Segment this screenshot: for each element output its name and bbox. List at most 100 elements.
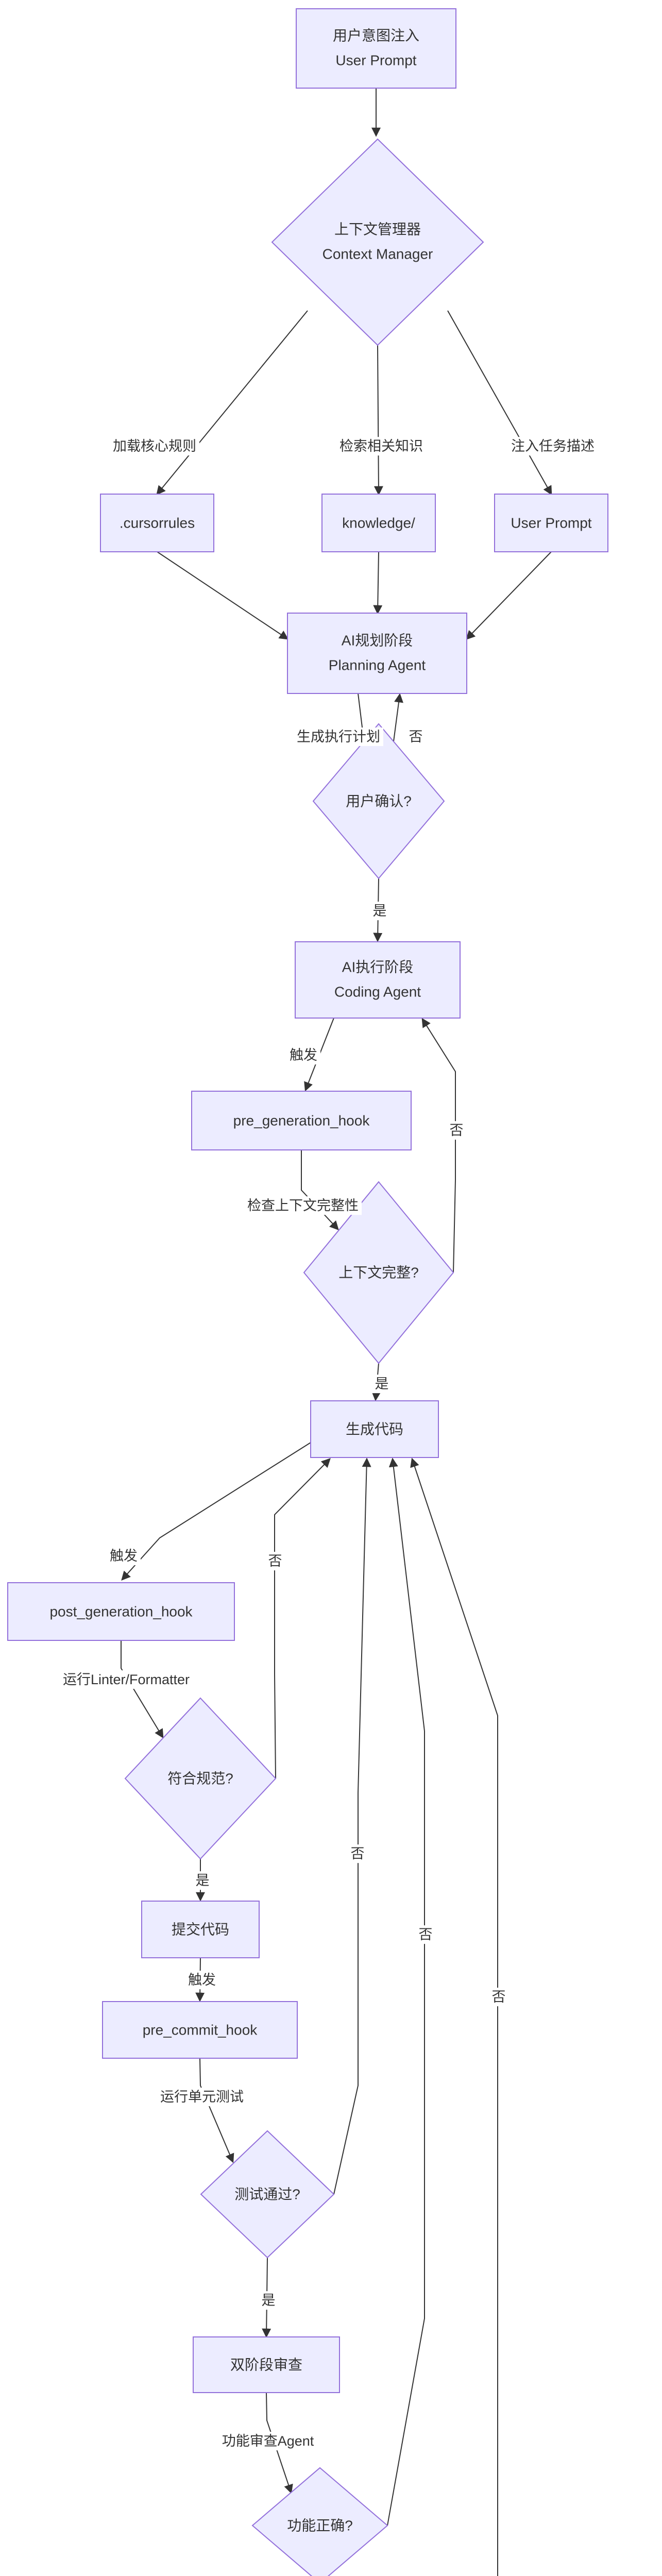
node-meets-spec-label: 符合规范?	[167, 1770, 233, 1786]
edges-layer	[121, 88, 552, 2576]
edge-label-code-quality-ok-to-generate-code: 否	[488, 1988, 509, 2007]
edge-label-tests-pass-to-generate-code: 否	[347, 1844, 368, 1863]
edge-user-prompt-to-planning-agent	[466, 551, 552, 640]
node-cursorrules-label: .cursorrules	[120, 515, 195, 531]
svg-text:是: 是	[196, 1873, 210, 1888]
edge-label-pre-generation-hook-to-context-complete: 检查上下文完整性	[244, 1196, 362, 1215]
svg-text:触发: 触发	[290, 1047, 317, 1063]
node-context-complete: 上下文完整?	[303, 1181, 454, 1364]
node-context-complete-label: 上下文完整?	[338, 1264, 419, 1280]
edge-label-context-manager-to-user-prompt: 注入任务描述	[508, 437, 598, 456]
svg-text:触发: 触发	[188, 1972, 216, 1988]
edge-label-coding-agent-to-pre-generation-hook: 触发	[286, 1046, 320, 1065]
edge-label-context-complete-to-coding-agent: 否	[446, 1121, 467, 1140]
edge-tests-pass-to-generate-code	[333, 1458, 371, 2195]
edge-label-tests-pass-to-two-stage-review: 是	[258, 2291, 279, 2310]
node-tests-pass-label: 测试通过?	[234, 2186, 300, 2202]
node-context-manager-label: Context Manager	[322, 246, 433, 262]
node-generate-code-label: 生成代码	[346, 1421, 403, 1437]
node-two-stage-review: 双阶段审查	[193, 2336, 340, 2393]
node-user-prompt: User Prompt	[494, 494, 608, 552]
nodes-layer: 用户意图注入 User Prompt 上下文管理器 Context Manager .c…	[7, 8, 608, 2576]
edge-label-context-manager-to-cursorrules: 加载核心规则	[110, 437, 199, 456]
edge-label-commit-code-to-pre-commit-hook: 触发	[185, 1971, 219, 1990]
edge-user-confirm-to-planning-agent	[393, 693, 403, 742]
node-planning-agent: AI规划阶段 Planning Agent	[287, 613, 467, 694]
node-planning-agent-label: AI规划阶段	[342, 632, 413, 648]
edge-label-planning-agent-to-user-confirm: 生成执行计划	[294, 727, 383, 747]
node-generate-code: 生成代码	[310, 1400, 439, 1458]
svg-text:是: 是	[262, 2293, 276, 2308]
node-coding-agent: AI执行阶段 Coding Agent	[295, 941, 461, 1019]
node-post-generation-hook-label: post_generation_hook	[49, 1603, 193, 1619]
node-user-intent-label: User Prompt	[335, 52, 416, 68]
edge-label-context-manager-to-knowledge-src: 检索相关知识	[336, 437, 426, 456]
edge-label-function-correct-to-generate-code: 否	[415, 1925, 436, 1944]
edge-context-manager-to-user-prompt	[447, 310, 552, 496]
node-user-prompt-label: User Prompt	[511, 515, 591, 531]
svg-text:否: 否	[450, 1123, 464, 1138]
node-commit-code: 提交代码	[141, 1901, 260, 1958]
svg-text:加载核心规则: 加载核心规则	[113, 438, 196, 454]
edge-label-meets-spec-to-generate-code: 否	[265, 1552, 285, 1571]
svg-text:否: 否	[268, 1553, 282, 1569]
node-pre-generation-hook-label: pre_generation_hook	[233, 1112, 370, 1128]
node-pre-generation-hook: pre_generation_hook	[191, 1091, 412, 1150]
edge-pre-generation-hook-to-context-complete	[301, 1150, 339, 1230]
svg-text:是: 是	[375, 1376, 389, 1392]
svg-text:生成执行计划: 生成执行计划	[297, 729, 380, 744]
svg-text:运行单元测试: 运行单元测试	[160, 2089, 244, 2105]
svg-text:否: 否	[351, 1846, 365, 1861]
node-tests-pass: 测试通过?	[200, 2130, 335, 2259]
svg-text:检查上下文完整性: 检查上下文完整性	[247, 1198, 359, 1213]
node-cursorrules: .cursorrules	[100, 494, 214, 552]
node-user-confirm-label: 用户确认?	[346, 793, 412, 809]
node-function-correct: 功能正确?	[251, 2467, 388, 2576]
node-post-generation-hook: post_generation_hook	[7, 1582, 235, 1641]
svg-text:是: 是	[373, 903, 387, 919]
edge-label-generate-code-to-post-generation-hook: 触发	[107, 1547, 141, 1566]
edge-knowledge-src-to-planning-agent	[373, 551, 383, 615]
svg-text:否: 否	[419, 1927, 433, 1942]
svg-text:否: 否	[409, 729, 423, 744]
node-user-intent-label: 用户意图注入	[333, 27, 419, 43]
edge-context-manager-to-knowledge-src	[374, 345, 383, 496]
node-two-stage-review-label: 双阶段审查	[230, 2357, 302, 2372]
svg-text:运行Linter/Formatter: 运行Linter/Formatter	[63, 1672, 190, 1687]
svg-text:注入任务描述: 注入任务描述	[511, 438, 595, 454]
node-meets-spec: 符合规范?	[124, 1697, 277, 1860]
node-user-intent: 用户意图注入 User Prompt	[296, 8, 456, 89]
svg-text:检索相关知识: 检索相关知识	[340, 438, 423, 454]
edge-label-context-complete-to-generate-code: 是	[371, 1375, 392, 1394]
edge-context-manager-to-cursorrules	[156, 310, 308, 496]
edge-label-meets-spec-to-commit-code: 是	[192, 1871, 213, 1890]
node-planning-agent-label: Planning Agent	[329, 657, 426, 673]
edge-generate-code-to-post-generation-hook	[121, 1442, 311, 1581]
edge-label-pre-commit-hook-to-tests-pass: 运行单元测试	[157, 2088, 247, 2107]
node-context-manager: 上下文管理器 Context Manager	[271, 138, 484, 346]
edge-meets-spec-to-generate-code	[274, 1458, 331, 1779]
edge-label-user-confirm-to-planning-agent: 否	[405, 727, 426, 747]
svg-text:触发: 触发	[110, 1548, 138, 1564]
edge-label-two-stage-review-to-function-correct: 功能审查Agent	[218, 2432, 317, 2451]
svg-text:否: 否	[492, 1989, 506, 2005]
svg-text:功能审查Agent: 功能审查Agent	[222, 2433, 314, 2449]
node-function-correct-label: 功能正确?	[287, 2517, 353, 2533]
edge-cursorrules-to-planning-agent	[157, 551, 289, 640]
node-knowledge-src-label: knowledge/	[342, 515, 415, 531]
node-context-manager-label: 上下文管理器	[334, 221, 421, 237]
edge-context-complete-to-coding-agent	[421, 1018, 456, 1273]
node-coding-agent-label: AI执行阶段	[342, 959, 413, 975]
node-pre-commit-hook-label: pre_commit_hook	[143, 2022, 258, 2038]
edge-function-correct-to-generate-code	[387, 1458, 425, 2526]
node-user-confirm: 用户确认?	[312, 723, 445, 879]
edge-label-user-confirm-to-coding-agent: 是	[369, 902, 390, 921]
edge-post-generation-hook-to-meets-spec	[121, 1640, 164, 1739]
node-pre-commit-hook: pre_commit_hook	[102, 2001, 298, 2059]
edge-labels-layer: 加载核心规则检索相关知识注入任务描述生成执行计划否是触发检查上下文完整性否是触发…	[59, 437, 598, 2451]
edge-pre-commit-hook-to-tests-pass	[199, 2058, 234, 2163]
node-knowledge-src: knowledge/	[321, 494, 436, 552]
edge-code-quality-ok-to-generate-code	[410, 1458, 498, 2576]
node-coding-agent-label: Coding Agent	[334, 984, 421, 999]
